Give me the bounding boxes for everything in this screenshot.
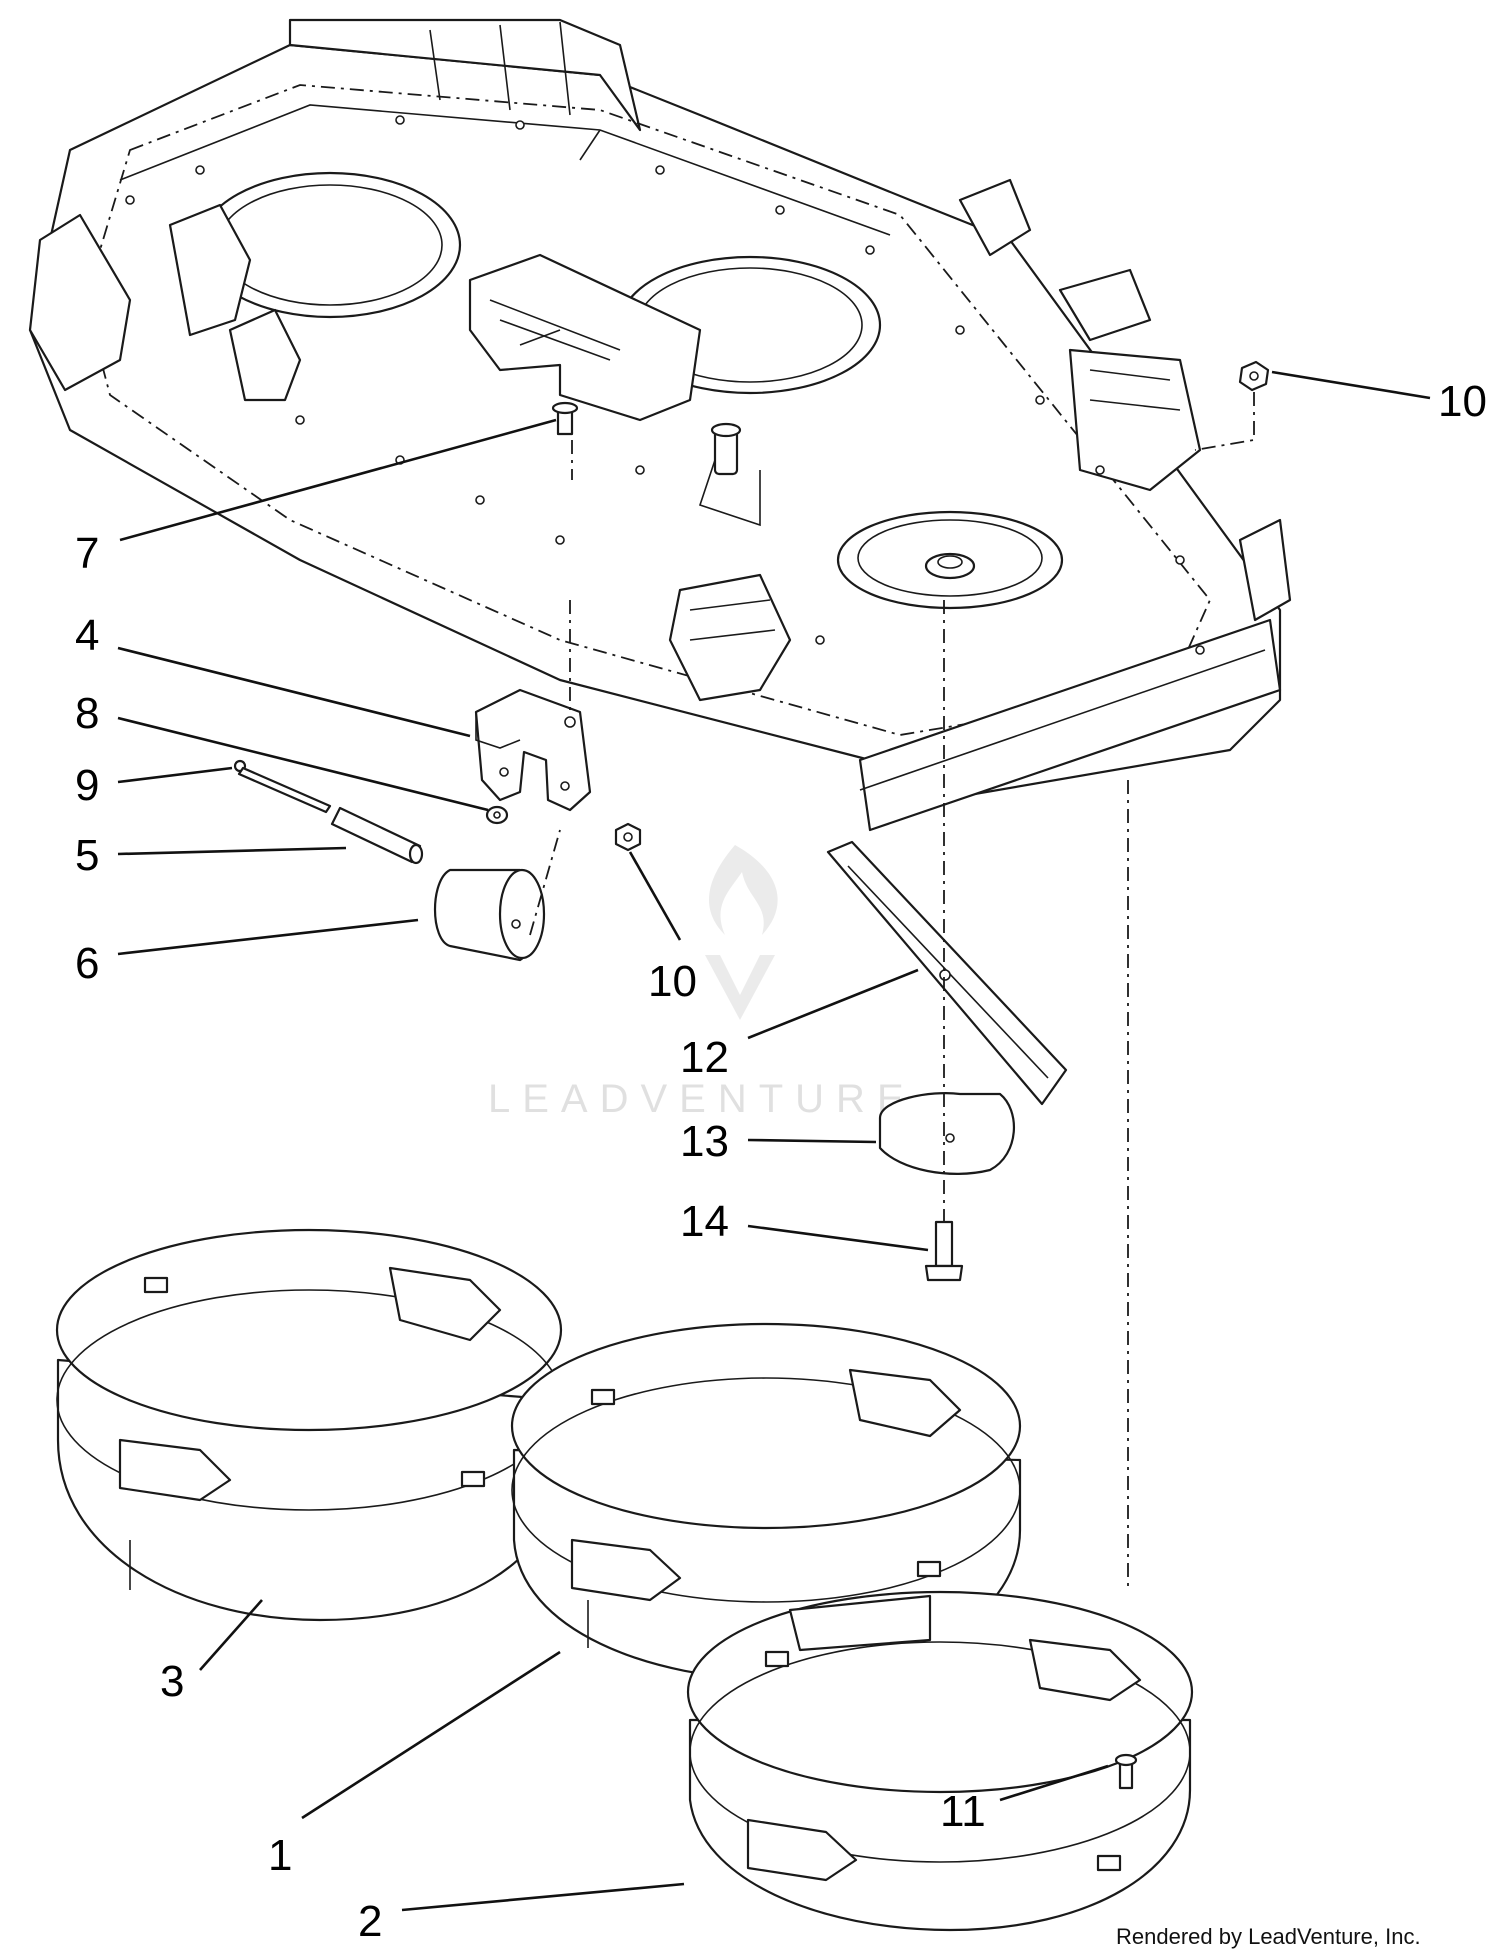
leader-13 xyxy=(747,1138,877,1144)
leader-11 xyxy=(999,1764,1109,1802)
callout-9: 9 xyxy=(75,761,99,810)
leader-8 xyxy=(117,716,489,812)
part-5-spacer xyxy=(330,806,424,865)
part-13-plate xyxy=(878,1092,1016,1175)
part-6-roller xyxy=(434,829,561,962)
leader-9 xyxy=(117,766,233,784)
leader-14 xyxy=(747,1224,929,1252)
callout-7: 7 xyxy=(75,529,99,578)
render-credit: Rendered by LeadVenture, Inc. xyxy=(1116,1924,1421,1949)
part-10-mid-nut xyxy=(614,822,642,852)
mower-deck-housing xyxy=(28,18,1292,832)
part-12-blade xyxy=(826,840,1068,1106)
leader-4 xyxy=(117,646,471,738)
watermark-text: LEADVENTURE xyxy=(488,1077,916,1121)
part-9-bolt xyxy=(233,759,332,814)
callout-12: 12 xyxy=(680,1033,729,1082)
callout-10-top: 10 xyxy=(1438,377,1487,426)
callout-10-mid: 10 xyxy=(648,957,697,1006)
leader-lines xyxy=(117,370,1431,1912)
callout-3: 3 xyxy=(160,1657,184,1706)
part-4-roller-bracket xyxy=(474,600,592,812)
part-1-baffle-ring xyxy=(510,1322,1022,1682)
callout-11: 11 xyxy=(940,1787,986,1836)
leader-6 xyxy=(117,918,419,956)
leader-10-top xyxy=(1271,370,1431,400)
callout-5: 5 xyxy=(75,831,99,880)
part-2-baffle-ring xyxy=(686,1590,1194,1932)
part-3-baffle-ring xyxy=(55,1228,563,1622)
leader-3 xyxy=(199,1599,263,1671)
callout-numbers: 7 4 8 9 5 6 10 10 12 13 14 3 1 2 11 xyxy=(75,377,1487,1946)
leader-7 xyxy=(119,418,557,542)
callout-2: 2 xyxy=(358,1897,382,1946)
callout-8: 8 xyxy=(75,689,99,738)
callout-13: 13 xyxy=(680,1117,729,1166)
v-logo-icon xyxy=(705,955,775,1020)
part-10-top-nut xyxy=(1194,360,1270,451)
deck-bolt-holes xyxy=(125,115,1205,655)
part-14-bolt xyxy=(924,1220,964,1282)
callout-1: 1 xyxy=(268,1831,292,1880)
leader-1 xyxy=(301,1650,561,1820)
leader-5 xyxy=(117,846,347,856)
part-7-pin xyxy=(551,401,579,480)
flame-logo-icon xyxy=(708,845,778,935)
leadventure-watermark: LEADVENTURE xyxy=(488,845,916,1121)
part-8-nut xyxy=(485,805,509,825)
callout-4: 4 xyxy=(75,611,99,660)
callout-14: 14 xyxy=(680,1197,729,1246)
leader-12 xyxy=(747,968,919,1040)
leader-2 xyxy=(401,1882,685,1912)
callout-6: 6 xyxy=(75,939,99,988)
part-11-screw xyxy=(1114,1753,1138,1790)
leader-10-mid xyxy=(628,851,682,941)
